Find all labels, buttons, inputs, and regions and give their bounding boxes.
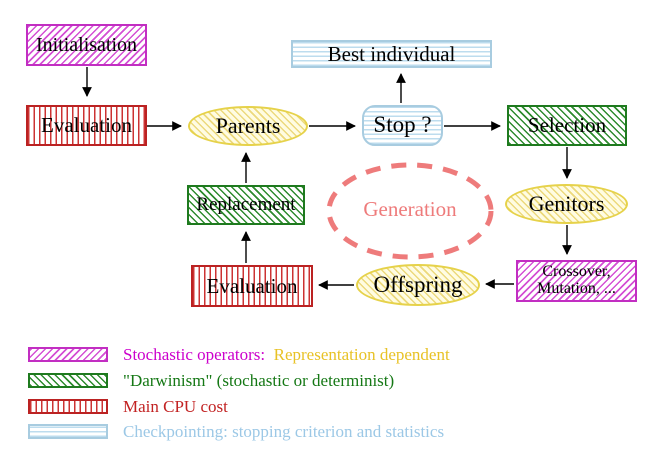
node-evaluation-bottom: Evaluation	[191, 265, 313, 307]
node-stop: Stop ?	[362, 105, 443, 146]
node-crossover-mutation: Crossover, Mutation, ...	[516, 260, 637, 302]
legend-swatch-blue-stripes	[28, 424, 108, 439]
node-initialisation: Initialisation	[26, 24, 147, 66]
legend-swatch-green-hatch	[28, 373, 108, 388]
node-genitors: Genitors	[505, 184, 628, 224]
node-parents: Parents	[188, 106, 308, 146]
node-replacement: Replacement	[187, 185, 305, 225]
node-selection: Selection	[507, 105, 627, 146]
legend-label-stochastic: Stochastic operators:	[123, 344, 266, 364]
node-best-individual: Best individual	[291, 40, 492, 68]
node-offspring: Offspring	[356, 264, 480, 306]
legend-label-darwinism: "Darwinism" (stochastic or determinist)	[123, 370, 395, 390]
legend-label-representation: Representation dependent	[273, 344, 450, 364]
node-evaluation-top: Evaluation	[26, 105, 147, 146]
legend-label-checkpointing: Checkpointing: stopping criterion and st…	[123, 421, 445, 441]
legend-label-cpu-cost: Main CPU cost	[123, 396, 228, 416]
legend-label: Stochastic operators: Representation dep…	[123, 345, 450, 365]
legend-swatch-magenta-hatch	[28, 347, 108, 362]
legend-swatch-red-stripes	[28, 399, 108, 414]
legend-row-stochastic: Stochastic operators: Representation dep…	[28, 345, 450, 364]
crossover-line2: Mutation, ...	[537, 280, 616, 297]
crossover-line1: Crossover,	[542, 263, 611, 281]
legend-row-cpu-cost: Main CPU cost	[28, 397, 228, 416]
legend-row-darwinism: "Darwinism" (stochastic or determinist)	[28, 371, 394, 390]
generation-label: Generation	[363, 197, 457, 221]
legend-row-checkpointing: Checkpointing: stopping criterion and st…	[28, 422, 444, 441]
